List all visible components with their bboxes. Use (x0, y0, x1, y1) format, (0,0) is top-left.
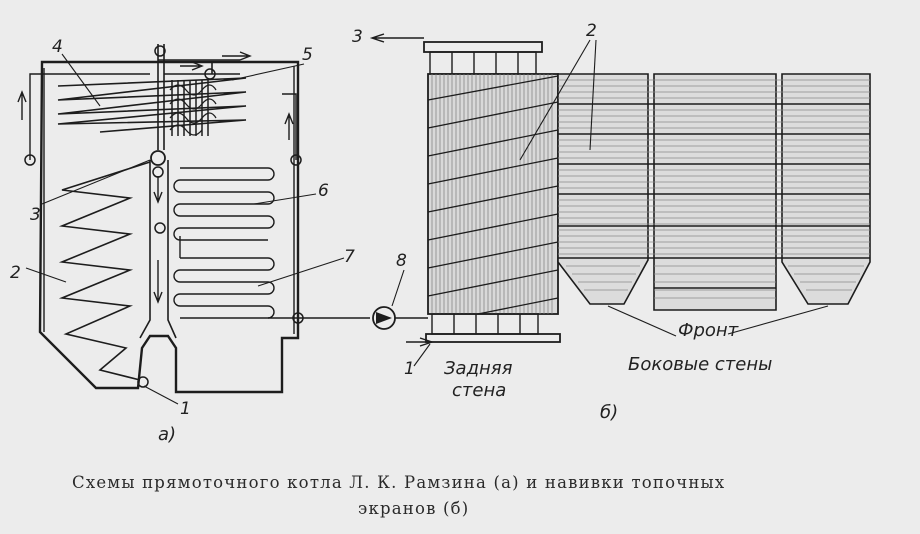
header-node (154, 45, 166, 57)
header-nodes (24, 45, 304, 388)
header-node (154, 222, 166, 234)
label-1b: 1 (404, 359, 415, 379)
rear-wall-body (427, 73, 559, 315)
label-6: 6 (318, 181, 329, 201)
leader-2 (25, 267, 67, 283)
label-8: 8 (396, 251, 407, 271)
top-header-tubes (429, 51, 537, 75)
rear-wall-panel (427, 73, 559, 315)
boiler-schematic: 4 5 3 2 6 7 1 а) (10, 37, 370, 445)
radiant-screen-coil (58, 161, 151, 381)
header-node (150, 150, 166, 166)
header-node (204, 68, 216, 80)
subcaption-b: б) (600, 402, 618, 423)
steam-outlet-pipes (157, 44, 240, 150)
leader-3 (41, 159, 151, 205)
leader-2b (519, 39, 597, 161)
header-node (137, 376, 149, 388)
leader-1b (413, 343, 431, 367)
top-header (423, 41, 543, 53)
label-rear-wall-1: Задняя (444, 358, 513, 379)
flow-arrow-top-right-2 (180, 61, 204, 71)
right-riser-pipe (282, 93, 297, 160)
label-7: 7 (344, 247, 355, 267)
superheater-loops (169, 84, 217, 136)
leader-7 (257, 257, 345, 287)
header-node (290, 154, 302, 166)
label-front: Фронт (678, 320, 739, 341)
rear-wall-hatching (431, 74, 553, 314)
inlet-arrow-icon (406, 337, 435, 347)
flow-arrow-down-1 (153, 176, 163, 204)
label-4: 4 (52, 37, 63, 57)
leader-8 (391, 269, 405, 307)
label-side-walls: Боковые стены (628, 354, 772, 375)
side-panel-left (557, 73, 649, 305)
flow-arrow-right-up (284, 112, 294, 140)
superheater-coil (57, 77, 247, 133)
label-3: 3 (30, 205, 41, 225)
economizer-upper (173, 167, 275, 241)
bottom-header (425, 333, 561, 343)
subcaption-a: а) (158, 424, 176, 445)
flow-arrow-top-right (222, 51, 252, 61)
boiler-casing (38, 60, 300, 394)
header-node (24, 154, 36, 166)
header-node (292, 312, 304, 324)
front-leaders (607, 305, 829, 337)
label-2b: 2 (586, 21, 597, 41)
leader-5 (231, 63, 305, 81)
side-panel-middle (653, 73, 777, 311)
label-3b: 3 (352, 27, 363, 47)
rear-wall-diagonals (427, 75, 559, 315)
screen-winding: 3 (352, 21, 871, 423)
label-5: 5 (302, 45, 313, 65)
pump-triangle-icon (376, 312, 392, 324)
side-wall-bands (558, 103, 870, 289)
feed-pump: 8 (372, 251, 428, 330)
leader-6 (253, 193, 317, 205)
label-1a: 1 (180, 399, 191, 419)
label-rear-wall-2: стена (452, 380, 506, 401)
side-wall-panels (557, 73, 871, 311)
leader-lines (25, 53, 345, 405)
outlet-arrow-icon (369, 33, 424, 43)
leader-1a (143, 385, 179, 405)
leader-4 (61, 53, 101, 107)
label-2: 2 (10, 263, 21, 283)
bottom-header-tubes (431, 313, 539, 335)
side-panel-right (781, 73, 871, 305)
header-node (152, 166, 164, 178)
figure-caption-line2: экранов (б) (358, 499, 469, 518)
left-steam-pipe (29, 73, 150, 160)
flow-arrow-down-2 (153, 260, 163, 304)
economizer-lower (173, 257, 275, 319)
figure-caption-line1: Схемы прямоточного котла Л. К. Рамзина (… (72, 473, 725, 492)
partition-wall (139, 160, 177, 339)
flow-arrow-left-up (17, 90, 27, 120)
